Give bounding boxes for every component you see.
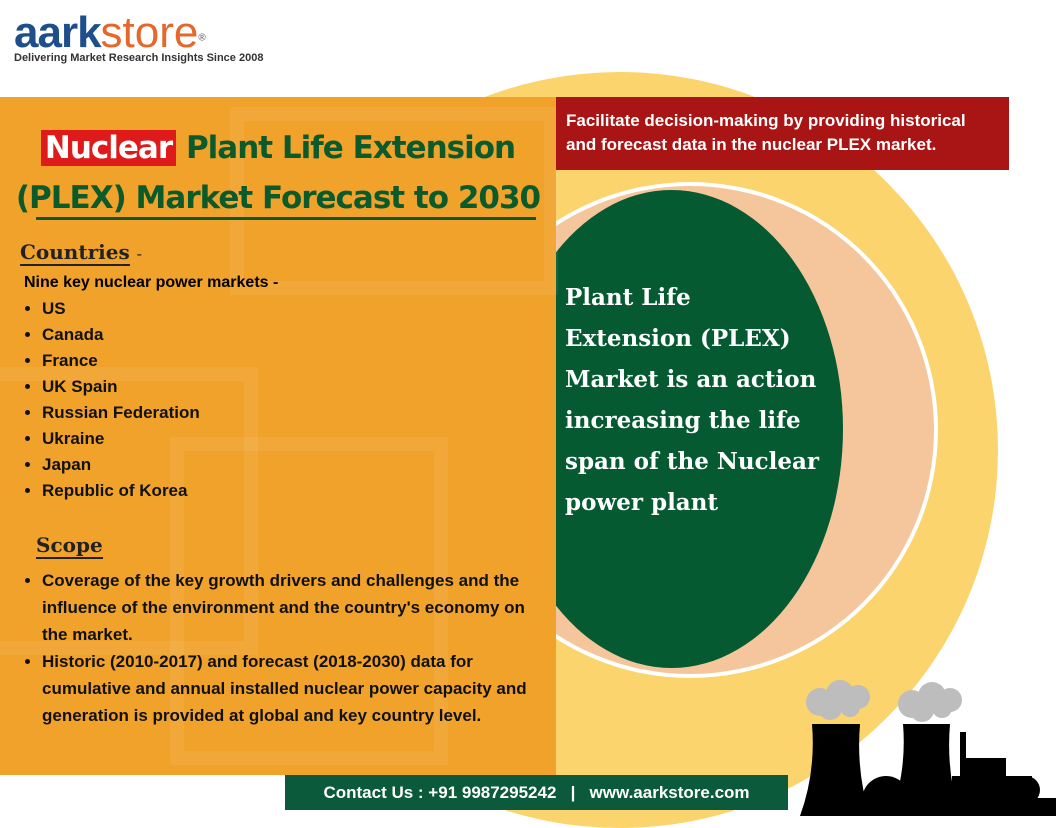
logo-bold: aark [14,8,102,57]
contact-separator: | [570,783,576,802]
title-line2: (PLEX) Market Forecast to 2030 [15,180,541,216]
decor-square [170,437,448,765]
countries-heading: Countries [20,240,130,266]
circle-text: Plant Life Extension (PLEX) Market is an… [565,284,820,516]
countries-section: Countries - Nine key nuclear power marke… [20,240,278,504]
scope-section: Scope Coverage of the key growth drivers… [20,533,545,729]
heading-dash: - [136,244,143,263]
title-line1: Plant Life Extension [185,130,516,166]
countries-list: USCanadaFranceUK SpainRussian Federation… [20,296,278,504]
title-underline [36,217,536,220]
page-title: Nuclear Plant Life Extension (PLEX) Mark… [0,123,556,223]
logo-tagline: Delivering Market Research Insights Sinc… [14,52,264,64]
country-item: France [42,348,278,374]
contact-bar: Contact Us : +91 9987295242 | www.aarkst… [285,775,788,810]
contact-website[interactable]: www.aarkstore.com [589,783,750,802]
scope-list: Coverage of the key growth drivers and c… [20,567,545,729]
decor-square [0,367,258,655]
country-item: US [42,296,278,322]
countries-intro: Nine key nuclear power markets - [24,274,279,291]
country-item: Russian Federation [42,400,278,426]
green-circle [500,190,843,668]
logo-light: store [100,8,199,57]
registered-mark: ® [198,32,206,44]
decor-square [230,107,558,295]
aarkstore-logo[interactable]: aarkstore® Delivering Market Research In… [14,8,263,64]
power-plant-icon [800,680,1056,816]
country-item: Japan [42,452,278,478]
banner-text: Facilitate decision-making by providing … [556,97,1009,170]
title-highlight: Nuclear [40,130,177,166]
country-item: Canada [42,322,278,348]
info-panel [0,97,558,775]
contact-phone[interactable]: Contact Us : +91 9987295242 [323,783,557,802]
country-item: Ukraine [42,426,278,452]
country-item: UK Spain [42,374,278,400]
country-item: Republic of Korea [42,478,278,504]
scope-item: Historic (2010-2017) and forecast (2018-… [42,648,545,729]
scope-heading: Scope [36,533,103,559]
scope-item: Coverage of the key growth drivers and c… [42,567,545,648]
